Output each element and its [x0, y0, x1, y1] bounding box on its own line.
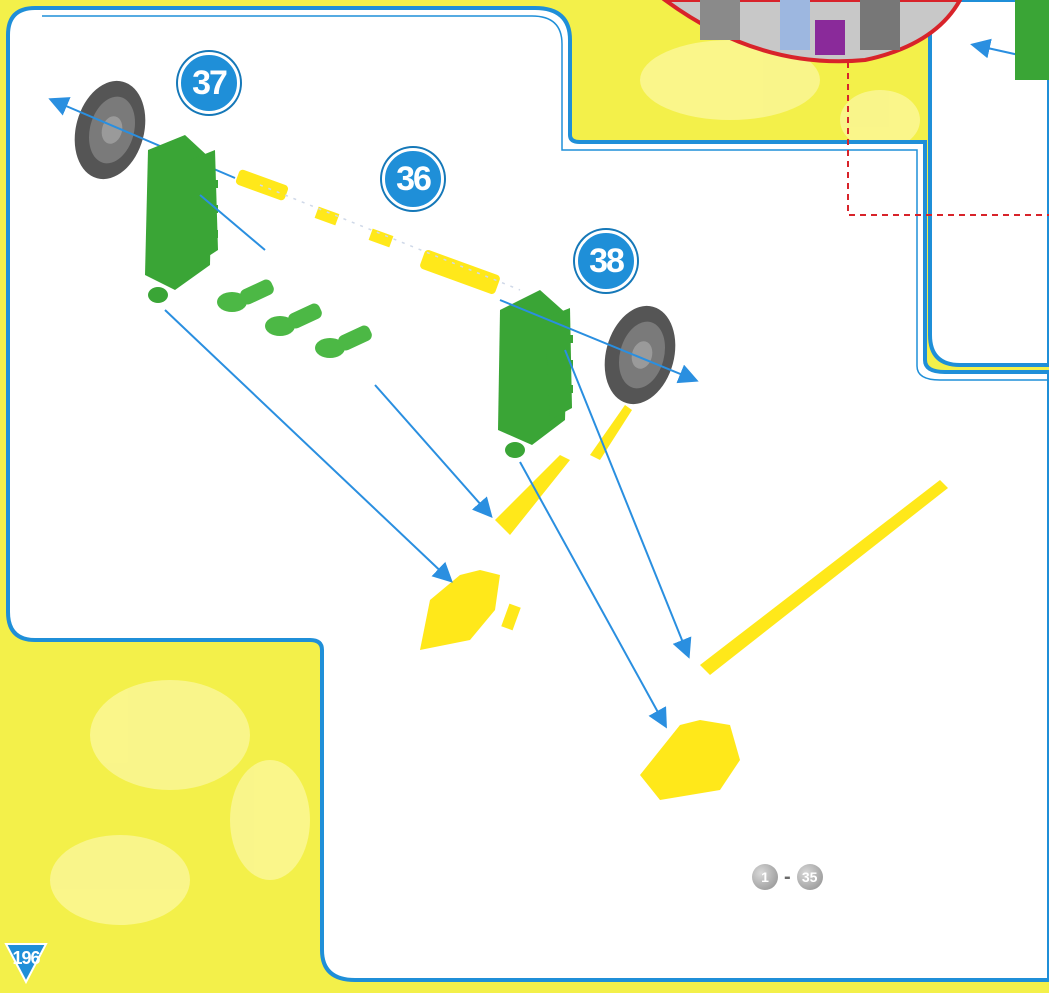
prerequisite-steps: 1 - 35 [752, 864, 823, 890]
prerequisite-to: 35 [797, 864, 823, 890]
prerequisite-separator: - [784, 866, 791, 889]
step-37-badge: 37 [178, 52, 240, 114]
page-number: 196 [4, 948, 48, 969]
step-36-badge: 36 [382, 148, 444, 210]
page-number-badge: 196 [4, 940, 48, 984]
prerequisite-from: 1 [752, 864, 778, 890]
step-38-badge: 38 [575, 230, 637, 292]
secondary-green-part [1015, 0, 1049, 80]
